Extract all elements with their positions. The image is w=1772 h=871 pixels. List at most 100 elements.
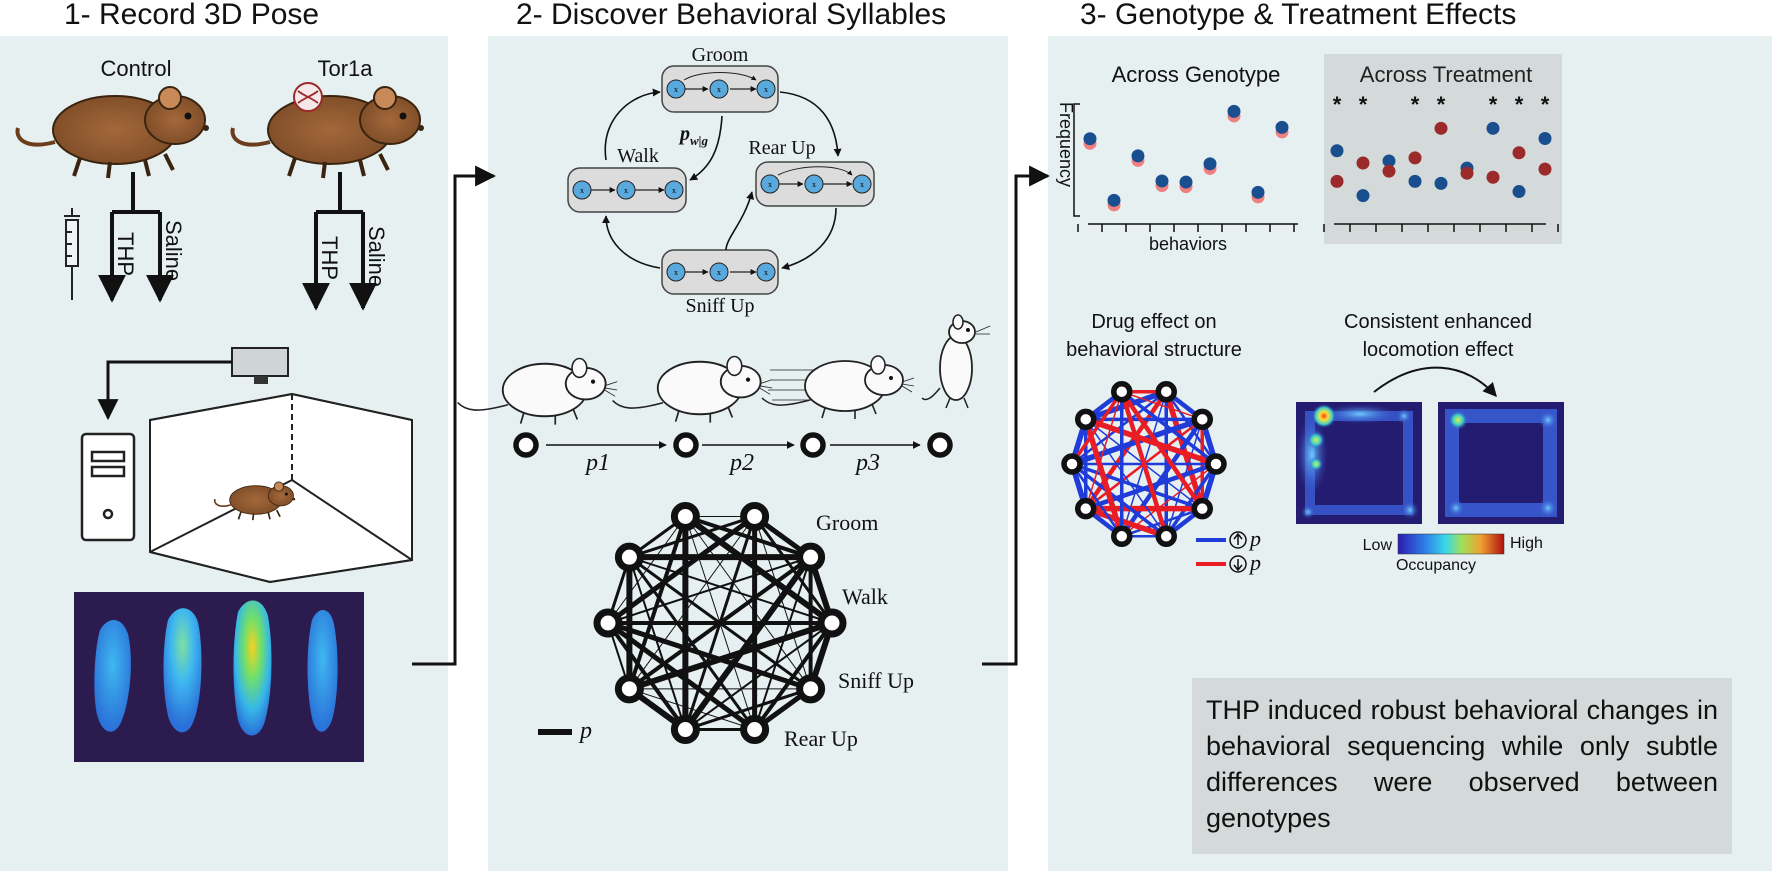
state-label-walk: Walk <box>617 145 659 167</box>
data-point <box>1538 162 1552 176</box>
network-edge <box>607 620 812 692</box>
data-point <box>1155 174 1169 188</box>
network-edge <box>1083 418 1125 538</box>
data-point <box>1512 185 1526 199</box>
data-point <box>1356 156 1370 170</box>
network-node <box>740 501 770 531</box>
network-edge <box>1084 416 1217 467</box>
tor1a-thp-label: THP <box>317 236 342 280</box>
edge-width-legend-label: p <box>578 718 592 744</box>
significance-star: * <box>1489 92 1498 117</box>
drug-effect-title-line1: Drug effect on <box>1091 311 1216 333</box>
state-groom: x x x <box>661 65 779 113</box>
network-edge <box>628 556 756 731</box>
sequence-prob-3: p3 <box>854 450 880 476</box>
control-treatment-tree <box>98 172 174 303</box>
network-edge <box>1085 418 1167 537</box>
network-edge <box>1084 506 1168 539</box>
sniff-node-3: x <box>764 268 768 277</box>
network-node <box>817 608 847 638</box>
state-label-groom: Groom <box>692 44 749 66</box>
network-node <box>1205 453 1227 475</box>
control-mouse-illustration <box>15 85 211 180</box>
data-point <box>1434 121 1448 135</box>
data-point <box>1460 166 1474 180</box>
tor1a-mouse-illustration <box>230 85 426 180</box>
panel2-to-panel3-arrow <box>982 165 1051 666</box>
syringe-icon <box>64 208 80 300</box>
data-point <box>1131 149 1145 163</box>
treatment-chart-ticks <box>1323 224 1559 232</box>
walk-node-1: x <box>580 186 584 195</box>
sniff-node-1: x <box>674 268 678 277</box>
camera-icon <box>231 347 289 384</box>
walk-node-3: x <box>672 186 676 195</box>
significance-star: * <box>1437 92 1446 117</box>
panel2-title: 2- Discover Behavioral Syllables <box>516 0 947 31</box>
network-edge <box>607 516 686 624</box>
pose-heatmap-strip <box>74 592 364 762</box>
camera-to-computer-arrow <box>97 360 232 421</box>
network-edge <box>1119 391 1169 537</box>
sequence-mouse-running <box>761 355 915 420</box>
state-walk: x x x <box>567 167 687 213</box>
network-label-rear-up: Rear Up <box>784 726 858 751</box>
significance-star: * <box>1333 92 1342 117</box>
sequence-prob-2: p2 <box>728 450 754 476</box>
genotype-chart-ticks <box>1077 224 1295 232</box>
network-edge <box>1121 391 1203 421</box>
locomotion-title-line1: Consistent enhanced <box>1344 311 1532 333</box>
transition-prob-subscript: w|g <box>690 133 709 148</box>
network-node <box>1155 380 1177 403</box>
network-edge <box>1070 390 1124 465</box>
tor1a-saline-label: Saline <box>364 226 389 287</box>
panel1-to-panel2-arrow <box>412 165 497 666</box>
significance-star: * <box>1411 92 1420 117</box>
genotype-chart-title: Across Genotype <box>1112 62 1281 87</box>
data-point <box>1408 174 1422 188</box>
genotype-chart-axes <box>1073 103 1298 225</box>
genotype-chart-ylabel: Frequency <box>1056 102 1076 187</box>
network-edge <box>628 556 687 730</box>
data-point <box>1382 164 1396 178</box>
network-label-groom: Groom <box>816 510 878 535</box>
transition-prob-symbol: p <box>678 123 690 145</box>
state-transition-arrows <box>602 88 842 271</box>
network-edge <box>1071 390 1168 465</box>
data-point <box>1512 146 1526 160</box>
significance-star: * <box>1541 92 1550 117</box>
network-node <box>740 715 770 745</box>
network-edge <box>683 514 834 626</box>
network-node <box>1111 525 1133 548</box>
rear-node-3: x <box>860 180 864 189</box>
treatment-chart-title: Across Treatment <box>1360 62 1532 87</box>
network-node <box>1075 497 1097 520</box>
control-saline-label: Saline <box>161 220 186 281</box>
data-point <box>1083 132 1097 146</box>
group-label-tor1a: Tor1a <box>317 56 373 81</box>
data-point <box>1486 170 1500 184</box>
dna-icon <box>293 82 323 112</box>
genotype-chart-points <box>1083 104 1289 212</box>
findings-summary: THP induced robust behavioral changes in… <box>1192 678 1732 854</box>
network-edge <box>753 556 812 730</box>
network-edge <box>1120 390 1218 466</box>
drug-effect-legend-down: p <box>1248 550 1261 575</box>
sequence-mouse-grooming <box>456 357 619 426</box>
rear-node-1: x <box>768 180 772 189</box>
network-edge <box>1071 462 1203 511</box>
drug-effect-legend <box>1196 531 1247 573</box>
group-label-control: Control <box>101 56 172 81</box>
network-label-walk: Walk <box>842 584 888 609</box>
panel3-title: 3- Genotype & Treatment Effects <box>1080 0 1517 31</box>
panel1-title: 1- Record 3D Pose <box>64 0 320 31</box>
network-edge <box>629 688 755 730</box>
network-node <box>796 674 826 704</box>
data-point <box>1356 189 1370 203</box>
network-edge <box>684 514 812 560</box>
network-node <box>796 542 826 572</box>
colorbar-high-label: High <box>1510 535 1543 552</box>
walk-node-2: x <box>624 186 628 195</box>
behavior-network-black <box>593 501 847 745</box>
